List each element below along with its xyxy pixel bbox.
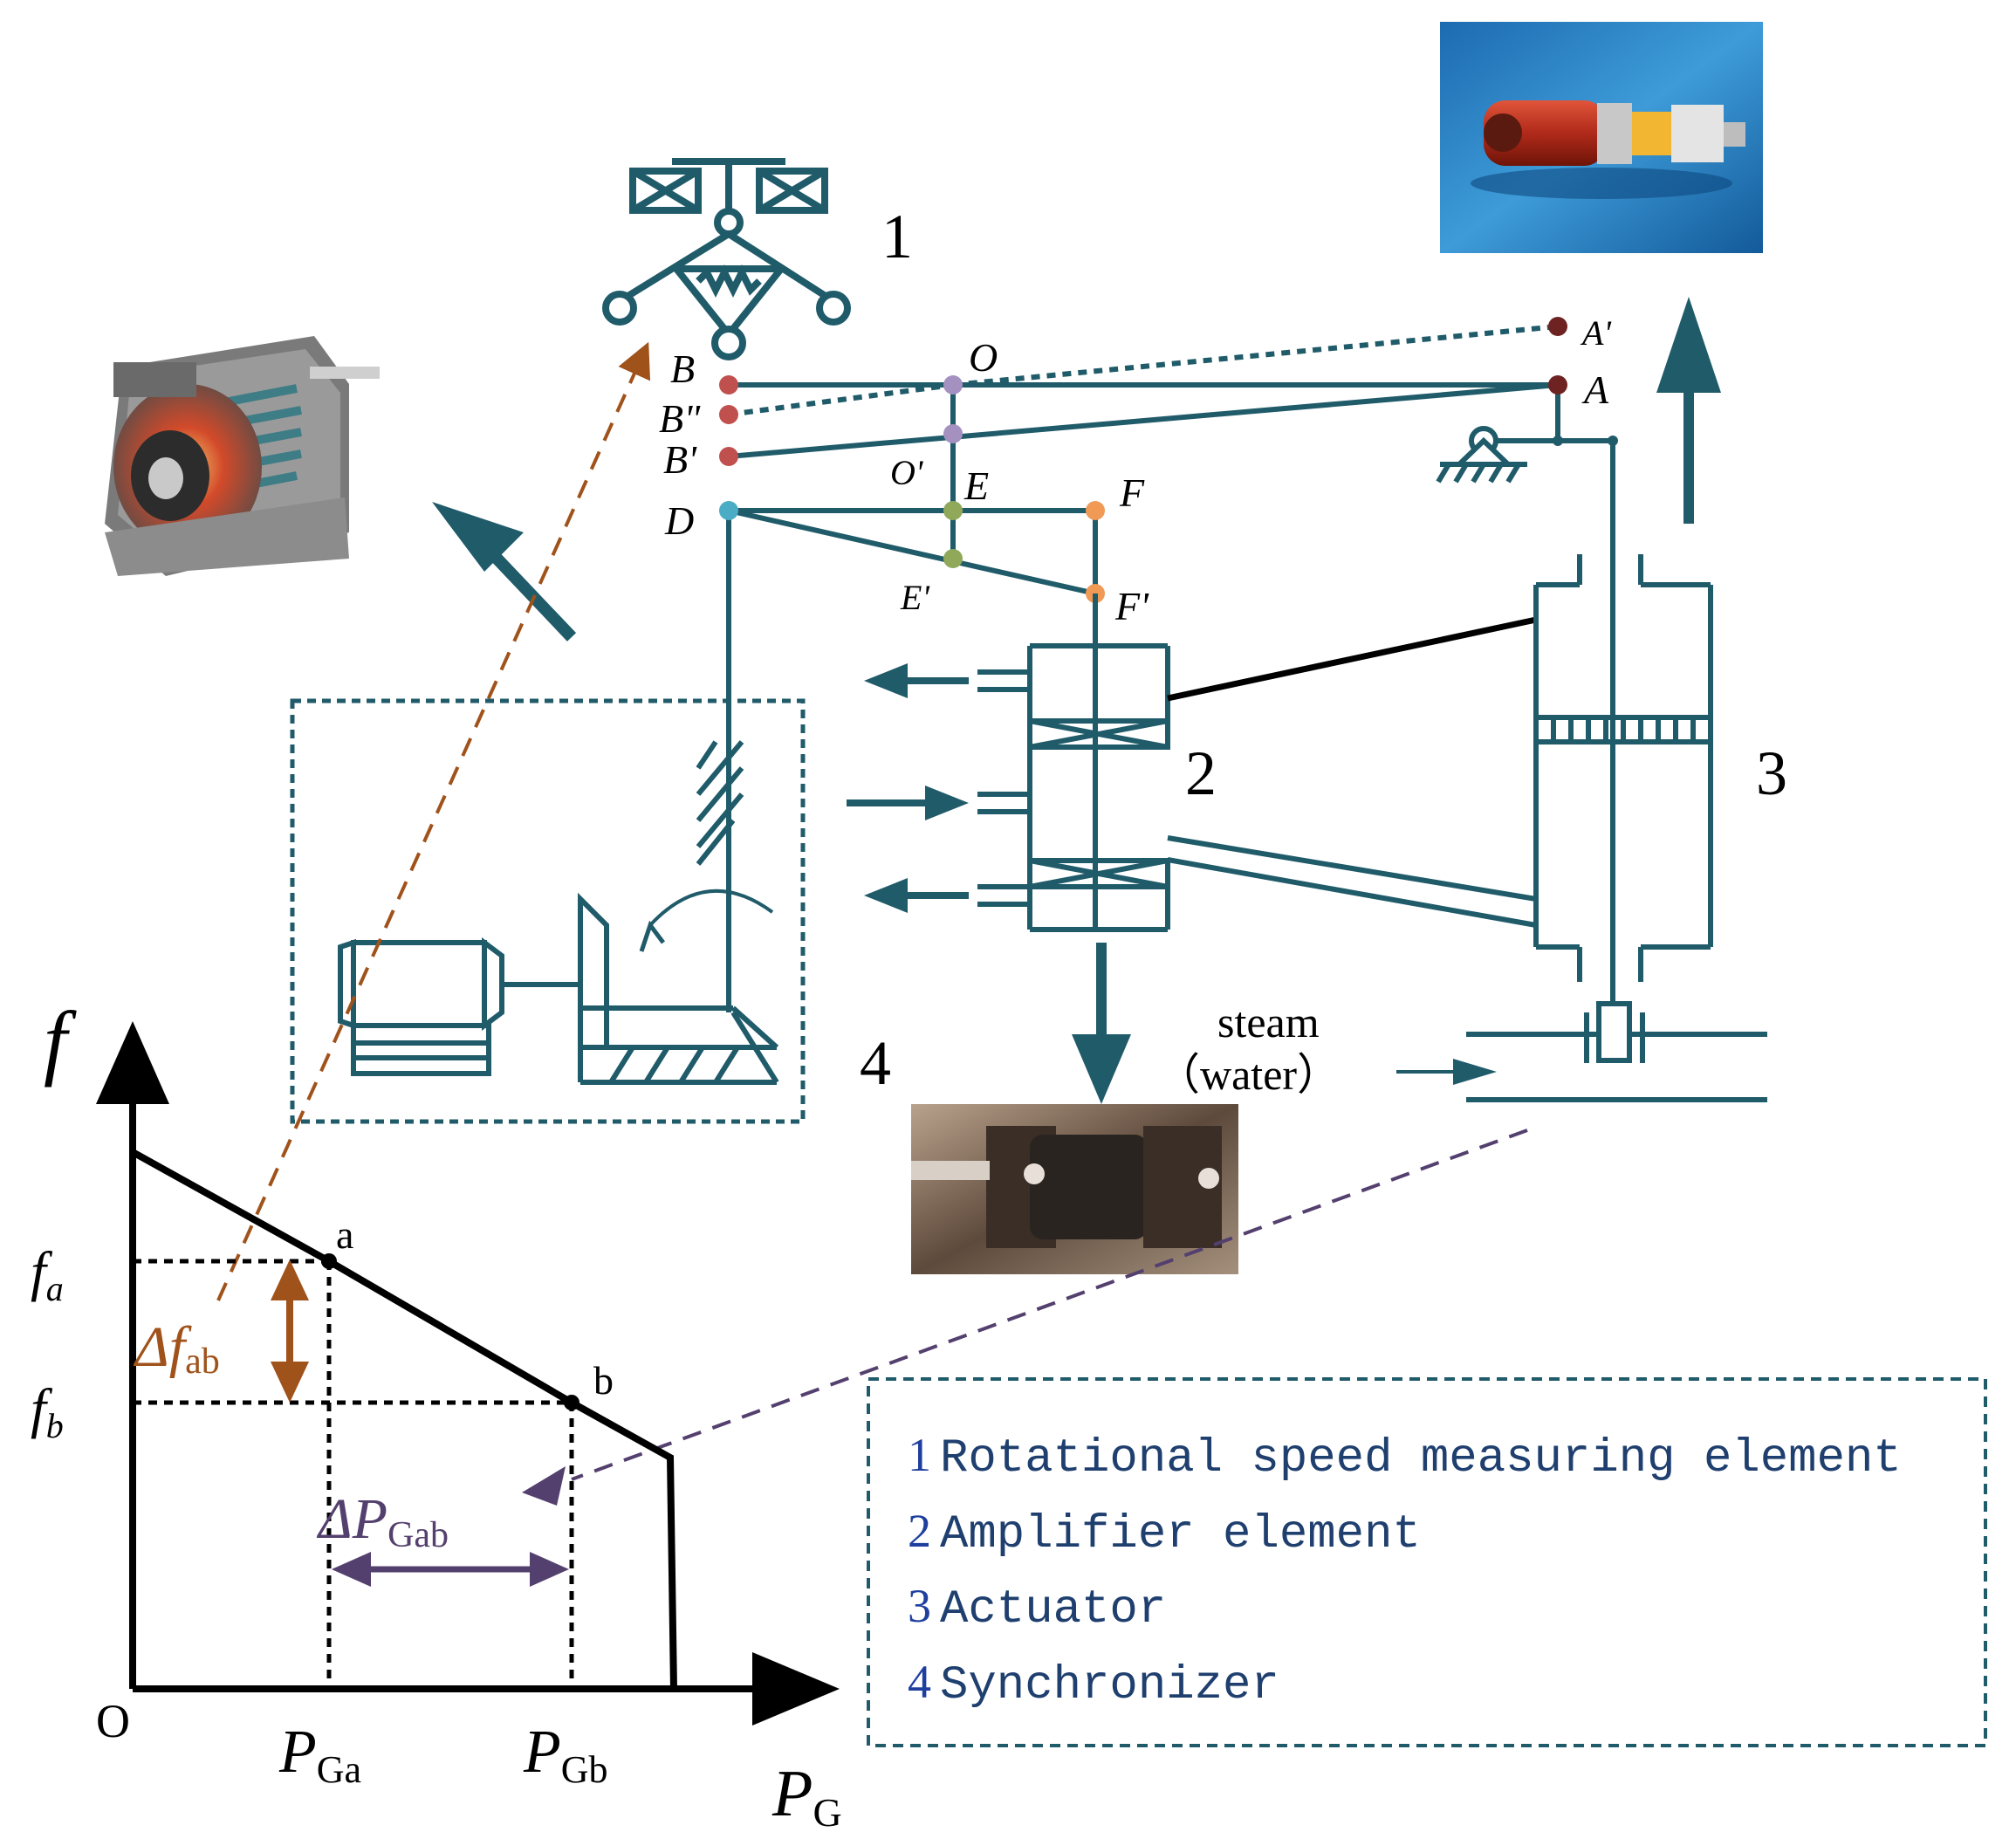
- actuator-element: [1466, 554, 1767, 1102]
- flow-arrows: [432, 297, 1721, 1104]
- label-point-O1: O': [890, 453, 924, 492]
- lever-linkage: [726, 382, 1615, 1056]
- fb-label: fb: [31, 1377, 64, 1445]
- purple-dashed-connector: [571, 1129, 1528, 1481]
- lever-dashed-upper: [952, 324, 1559, 388]
- label-point-B1: B': [663, 437, 697, 482]
- label-point-D: D: [664, 498, 694, 543]
- point-B1: [719, 447, 738, 466]
- label-point-O: O: [969, 335, 998, 380]
- point-F: [1086, 501, 1105, 520]
- water-label: （water）: [1156, 1050, 1341, 1099]
- point-A1: [1548, 317, 1567, 336]
- label-point-A1: A': [1580, 313, 1612, 353]
- red-servomotor-icon: [1440, 22, 1763, 253]
- joint-node: [1553, 436, 1563, 446]
- point-O: [943, 375, 963, 395]
- label-element-1: 1: [881, 202, 913, 271]
- label-element-4: 4: [860, 1028, 891, 1098]
- synchronizer-device-icon: [911, 1104, 1238, 1274]
- label-point-A: A: [1581, 367, 1609, 412]
- label-point-B2: B": [659, 396, 701, 441]
- droop-chart: [96, 1021, 840, 1726]
- point-A: [1548, 375, 1567, 395]
- brown-dashed-connector: [216, 341, 651, 1301]
- pivot-support: [1436, 417, 1560, 484]
- label-point-E1: E': [900, 578, 930, 617]
- point-E: [943, 501, 963, 520]
- f-axis-arrow: [96, 1021, 169, 1104]
- legend-box: [867, 1377, 1987, 1747]
- synchronizer-motor: [338, 740, 779, 1085]
- pga-label: PGa: [278, 1719, 361, 1791]
- delta-f-arrowhead-down: [271, 1362, 309, 1403]
- delta-p-label: ΔPGab: [316, 1487, 449, 1555]
- black-linkage-rod: [1167, 616, 1537, 702]
- amplifier-element: [977, 594, 1537, 932]
- label-point-E: E: [963, 463, 989, 508]
- label-element-2: 2: [1185, 738, 1217, 808]
- electric-motor-cutaway-icon: [105, 336, 380, 576]
- droop-curve: [131, 1149, 677, 1690]
- lever-dashed-middle: [728, 382, 954, 417]
- joint-node: [1608, 436, 1618, 446]
- delta-f-arrowhead-up: [271, 1259, 309, 1300]
- point-O1: [943, 424, 963, 443]
- delta-f-label: Δfab: [133, 1315, 220, 1382]
- pgb-label: PGb: [523, 1719, 608, 1791]
- point-E1: [943, 549, 963, 568]
- flyball-governor: [602, 158, 851, 360]
- point-a: [321, 1253, 337, 1269]
- point-a-label: a: [336, 1212, 353, 1257]
- pg-axis-label: PG: [771, 1757, 842, 1832]
- label-point-F: F: [1119, 470, 1145, 515]
- f-axis-label: f: [44, 994, 77, 1088]
- point-D: [719, 501, 738, 520]
- label-element-3: 3: [1756, 738, 1787, 808]
- pg-axis-arrow: [752, 1652, 840, 1726]
- label-point-F1: F': [1114, 584, 1149, 628]
- delta-p-arrowhead-left: [332, 1552, 371, 1587]
- point-B: [719, 375, 738, 395]
- point-B2: [719, 405, 738, 424]
- steam-label: steam: [1217, 998, 1320, 1046]
- synchronizer-box: [290, 698, 806, 1124]
- label-point-B: B: [670, 347, 695, 391]
- purple-arrow-head: [522, 1466, 566, 1506]
- origin-label: O: [96, 1695, 130, 1747]
- linkage-points: [719, 317, 1567, 603]
- point-b-label: b: [593, 1358, 614, 1403]
- point-b: [564, 1395, 579, 1410]
- fa-label: fa: [31, 1240, 64, 1308]
- delta-p-arrowhead-right: [530, 1552, 569, 1587]
